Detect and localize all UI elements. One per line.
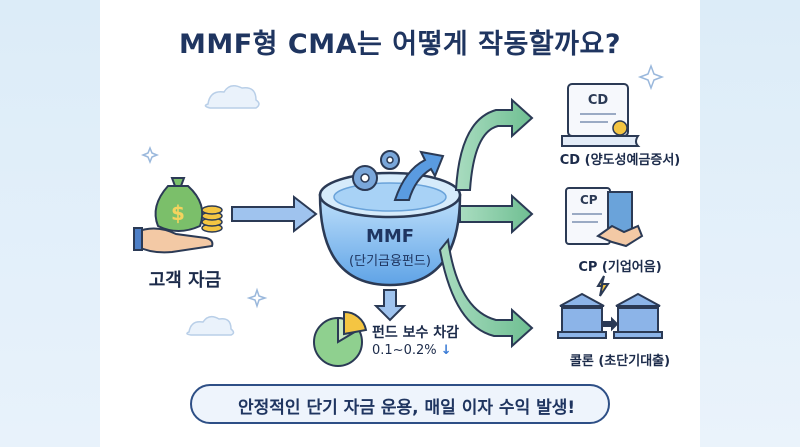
sparkle-icon — [140, 63, 665, 309]
right-margin-band — [700, 0, 800, 447]
flow-arrow-mmf-to-call — [438, 237, 534, 349]
bowl-with-gears-icon — [318, 150, 462, 287]
bank-transfer-icon — [557, 275, 663, 339]
hub-subtitle: (단기금융펀드) — [349, 254, 431, 269]
diagram-title: MMF형 CMA는 어떻게 작동할까요? — [178, 29, 622, 60]
cloud-icon — [186, 315, 235, 336]
svg-text:CD: CD — [588, 93, 609, 108]
flow-arrow-mmf-to-fee — [373, 289, 407, 322]
destination-label-call-loan: 콜론 (초단기대출) — [569, 354, 671, 369]
fee-label: 펀드 보수 차감 — [372, 325, 460, 341]
svg-text:$: $ — [171, 201, 185, 225]
fee-value: 0.1~0.2% — [372, 343, 437, 358]
cloud-icon — [204, 85, 260, 109]
svg-text:CP: CP — [580, 193, 598, 207]
money-bag-on-hand-icon: $ — [133, 177, 223, 254]
down-arrow-icon: ↓ — [440, 343, 452, 358]
flow-arrow-mmf-to-cp — [459, 193, 534, 235]
footer-banner — [190, 384, 610, 424]
source-label: 고객 자금 — [148, 270, 222, 291]
certificate-scroll-icon: CD — [561, 83, 641, 147]
flow-arrow-mmf-to-cd — [454, 97, 534, 191]
handshake-document-icon: CP — [565, 187, 644, 248]
destination-label-cp: CP (기업어음) — [578, 260, 662, 275]
fee-value-row: 0.1~0.2% ↓ — [372, 343, 452, 358]
left-margin-band — [0, 0, 100, 447]
branch-arrows — [438, 97, 534, 349]
pie-chart-icon — [313, 310, 368, 367]
destination-label-cd: CD (양도성예금증서) — [559, 153, 681, 168]
flow-arrow-source-to-mmf — [231, 194, 318, 234]
footer-text: 안정적인 단기 자금 운용, 매일 이자 수익 발생! — [238, 398, 576, 418]
hub-name: MMF — [365, 226, 415, 247]
